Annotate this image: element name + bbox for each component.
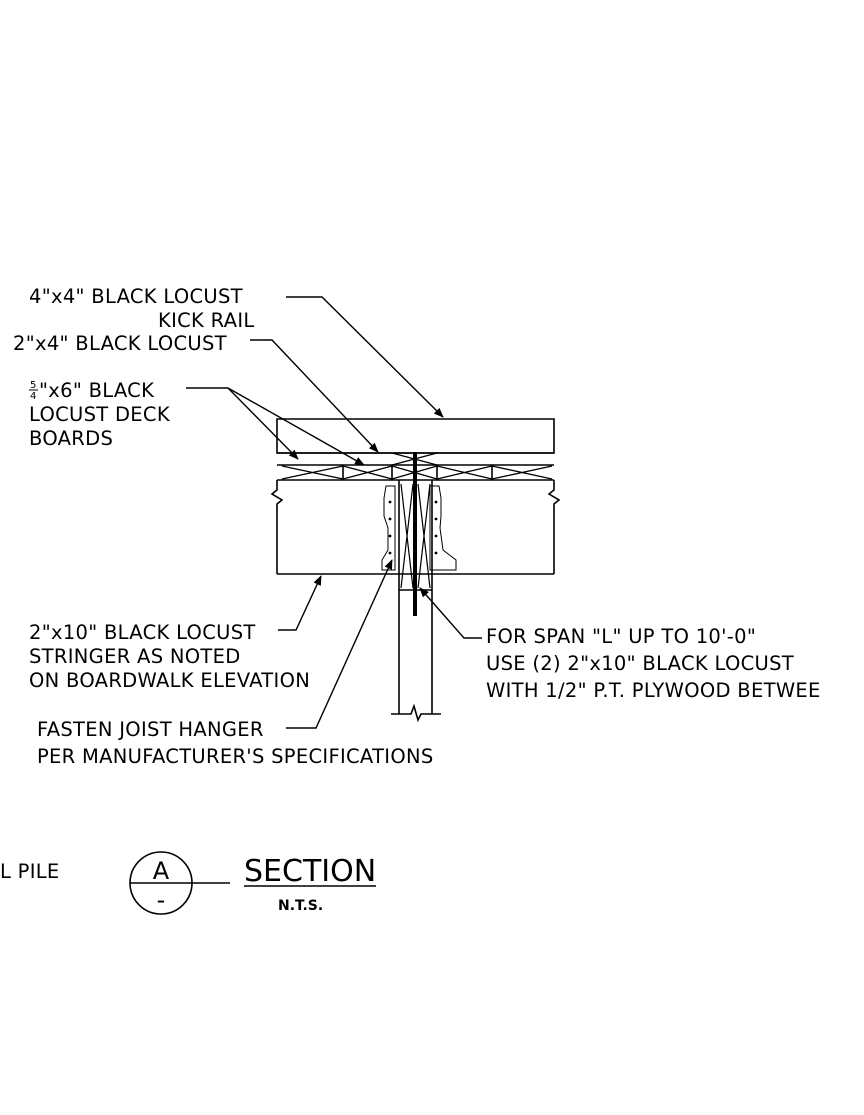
deck-label-line3: BOARDS — [29, 427, 113, 450]
leader-lines — [186, 297, 482, 728]
stringer-leader — [278, 575, 321, 630]
hanger-label-line1: FASTEN JOIST HANGER — [37, 718, 264, 741]
span-leader — [419, 587, 482, 638]
left-break-mark — [272, 480, 282, 510]
kick-rail-label-line2: KICK RAIL — [158, 309, 255, 332]
stringer-label-line2: STRINGER AS NOTED — [29, 645, 241, 668]
right-joist-hanger — [430, 486, 456, 570]
kick-rail-label-line1: 4"x4" BLACK LOCUST — [29, 285, 243, 308]
deck-fraction-denominator: 4 — [30, 391, 36, 402]
rail-2x4-label: 2"x4" BLACK LOCUST — [13, 332, 227, 355]
deck-leader-b — [228, 388, 365, 465]
rail-2x4-leader — [250, 340, 379, 453]
span-label-line1: FOR SPAN "L" UP TO 10'-0" — [486, 625, 756, 648]
cross-section — [272, 419, 559, 720]
pile-label-fragment: L PILE — [0, 860, 60, 883]
deck-leader-a — [228, 388, 299, 460]
span-label-line2: USE (2) 2"x10" BLACK LOCUST — [486, 652, 794, 675]
hanger-label-line2: PER MANUFACTURER'S SPECIFICATIONS — [37, 745, 434, 768]
span-label-line3: WITH 1/2" P.T. PLYWOOD BETWEE — [486, 679, 821, 702]
pile — [391, 590, 441, 720]
hanger-leader — [286, 559, 392, 728]
stringer-label-line3: ON BOARDWALK ELEVATION — [29, 669, 310, 692]
stringer-label-line1: 2"x10" BLACK LOCUST — [29, 621, 256, 644]
deck-label-line2: LOCUST DECK — [29, 403, 171, 426]
section-bubble-letter: A — [153, 857, 170, 885]
kick-rail-leader — [286, 297, 444, 418]
scale-note: N.T.S. — [278, 898, 323, 914]
kick-rail-board — [277, 419, 554, 453]
section-title: SECTION — [244, 854, 376, 889]
double-joist — [399, 452, 432, 616]
right-break-mark — [549, 480, 559, 510]
section-title-block: A - SECTION N.T.S. — [130, 852, 376, 914]
deck-label-line1: "x6" BLACK — [39, 379, 155, 402]
deck-fraction-numerator: 5 — [30, 380, 36, 391]
section-bubble-sheet: - — [157, 886, 166, 914]
annotations: 4"x4" BLACK LOCUST KICK RAIL 2"x4" BLACK… — [0, 285, 821, 883]
left-joist-hanger — [382, 486, 395, 570]
